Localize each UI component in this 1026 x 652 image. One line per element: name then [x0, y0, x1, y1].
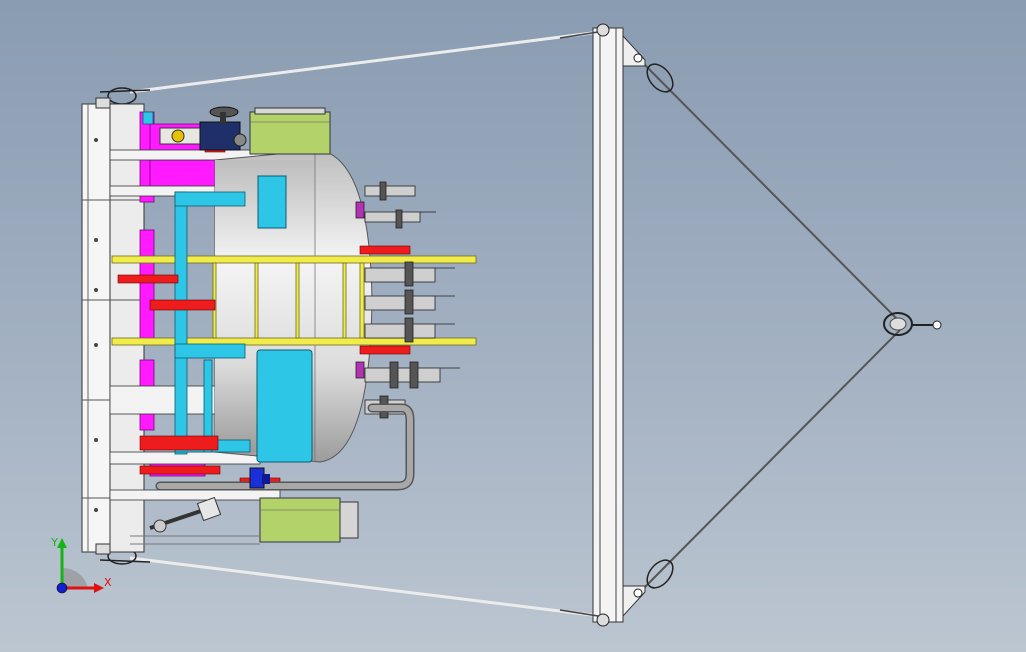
shackles	[99, 31, 674, 617]
x-axis-label: X	[104, 576, 112, 589]
sensor-arm[interactable]	[130, 496, 260, 545]
upper-diagonal-sling	[639, 59, 901, 323]
drain-pipe	[155, 403, 415, 491]
lifting-slings	[129, 30, 901, 618]
valve-manifold[interactable]	[355, 181, 460, 419]
cyan-valve-box-upper[interactable]	[257, 175, 287, 229]
junction-box-top[interactable]	[249, 107, 331, 155]
blue-pump[interactable]	[249, 467, 270, 489]
z-axis-dot	[56, 582, 68, 594]
cyan-control-cabinet[interactable]	[256, 349, 313, 463]
cyan-structure	[142, 111, 251, 455]
spreader-beam[interactable]	[592, 23, 646, 627]
top-sling	[129, 30, 601, 94]
motor-assembly[interactable]	[159, 106, 247, 151]
lower-diagonal-sling	[639, 329, 901, 593]
lower-shackle	[646, 559, 674, 589]
upper-shackle	[646, 63, 674, 93]
y-axis-label: Y	[50, 536, 58, 549]
red-members	[117, 139, 411, 491]
skid-frame[interactable]	[81, 97, 145, 555]
bottom-sling	[129, 556, 601, 618]
junction-box-bottom[interactable]	[259, 497, 359, 543]
coordinate-triad: Y X	[50, 536, 112, 594]
master-link-hook[interactable]	[883, 312, 942, 336]
